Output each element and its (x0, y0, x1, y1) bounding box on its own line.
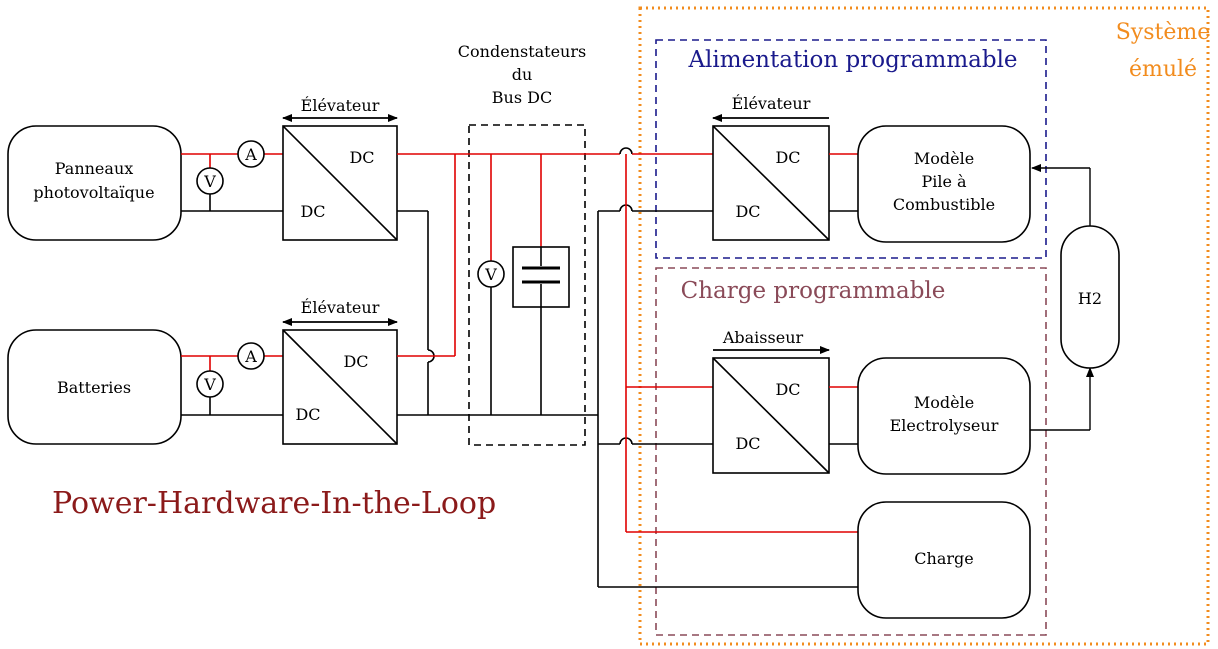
capacitor-symbol (512, 246, 570, 308)
dc-bus-wiring (397, 147, 858, 588)
ammeter-pv-label: A (244, 145, 257, 164)
pv-wiring (181, 153, 283, 212)
battery-wiring (181, 355, 283, 416)
battery-converter-label: Élévateur (301, 297, 380, 317)
pv-label-line1: Panneaux (55, 159, 134, 178)
capacitors-title-line1: Condenstateurs (458, 42, 586, 61)
phil-label: Power-Hardware-In-the-Loop (52, 486, 496, 521)
emulated-system-region (638, 6, 1210, 646)
electrolyser-label-line2: Electrolyseur (890, 416, 999, 435)
voltmeter-bus (477, 260, 505, 288)
battery-converter-dc-out: DC (343, 352, 368, 371)
ammeter-battery-label: A (244, 347, 257, 366)
ammeter-battery (237, 342, 265, 370)
pv-converter-label: Élévateur (301, 95, 380, 115)
capacitors-title-line3: Bus DC (492, 88, 552, 107)
pv-converter-dc-out: DC (349, 148, 374, 167)
fuel-cell-converter-dc-in: DC (735, 202, 760, 221)
h2-tank (1060, 225, 1120, 369)
programmable-load-label: Charge programmable (681, 278, 946, 304)
emulated-system-label-line2: émulé (1129, 57, 1197, 82)
electrolyser-converter-dc-in: DC (735, 434, 760, 453)
voltmeter-battery (196, 370, 224, 398)
dc-bus-capacitor-wiring (490, 154, 542, 415)
batteries-block (7, 329, 182, 445)
voltmeter-pv (196, 167, 224, 195)
fuel-cell-label-line1: Modèle (914, 149, 974, 168)
voltmeter-bus-label: V (484, 265, 497, 284)
fuel-cell-label-line3: Combustible (893, 195, 995, 214)
load-block (857, 501, 1031, 619)
pv-converter-dc-in: DC (300, 202, 325, 221)
electrolyser-model-block (857, 357, 1031, 475)
fuel-cell-converter-label: Élévateur (732, 93, 811, 113)
pv-boost-converter (282, 125, 398, 241)
fuel-cell-model-block (857, 125, 1031, 243)
converter-to-model-wiring (829, 153, 858, 445)
capacitors-title-line2: du (512, 65, 533, 84)
electrolyser-converter-label: Abaisseur (722, 328, 804, 347)
voltmeter-battery-label: V (203, 375, 216, 394)
electrolyser-converter-dc-out: DC (775, 380, 800, 399)
emulated-system-label-line1: Système (1116, 20, 1211, 45)
programmable-supply-region (655, 39, 1047, 259)
pv-panels-block (7, 125, 182, 241)
electrolyser-buck-converter (712, 357, 830, 474)
fuel-cell-label-line2: Pile à (921, 172, 967, 191)
fuel-cell-converter-dc-out: DC (775, 148, 800, 167)
h2-flow-lines (1030, 164, 1094, 431)
battery-converter-dc-in: DC (295, 405, 320, 424)
load-label: Charge (914, 549, 973, 568)
electrolyser-label-line1: Modèle (914, 393, 974, 412)
batteries-label: Batteries (57, 378, 131, 397)
programmable-load-region (655, 267, 1047, 636)
programmable-supply-label: Alimentation programmable (687, 47, 1017, 73)
ammeter-pv (237, 140, 265, 168)
dc-bus-capacitors-box (468, 124, 586, 446)
battery-boost-converter (282, 329, 398, 445)
pv-label-line2: photovoltaïque (33, 183, 154, 202)
h2-label: H2 (1078, 289, 1102, 308)
fuel-cell-boost-converter (712, 125, 830, 241)
voltmeter-pv-label: V (203, 172, 216, 191)
